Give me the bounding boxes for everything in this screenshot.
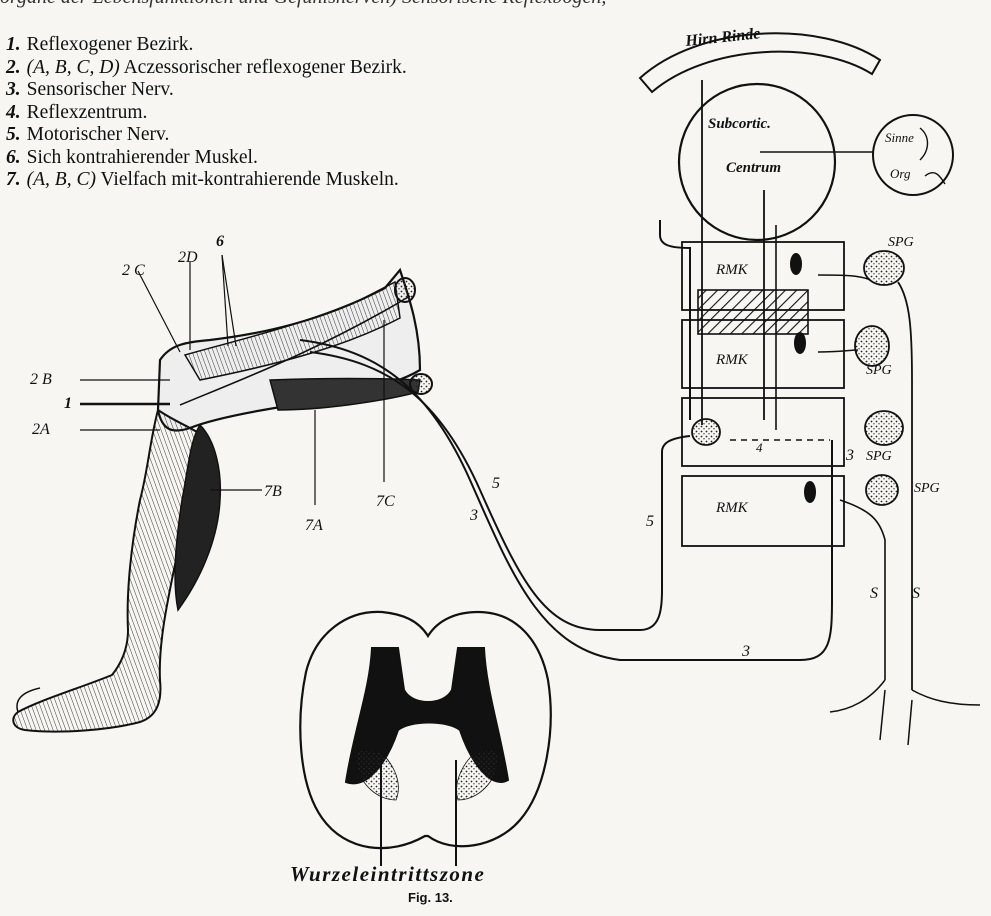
figure-number: Fig. 13. xyxy=(408,890,453,905)
reflex-diagram xyxy=(640,33,980,745)
org-label: Org xyxy=(890,166,911,181)
s-label-2: S xyxy=(912,585,920,602)
rmk-label-1: RMK xyxy=(715,262,749,278)
s-label-1: S xyxy=(870,585,878,602)
sinne-label: Sinne xyxy=(885,130,914,145)
number-3-bottom: 3 xyxy=(741,643,750,660)
rmk-label-2: RMK xyxy=(715,352,749,368)
cortex-label: Hirn Rinde xyxy=(684,25,762,50)
label-7c: 7C xyxy=(376,493,395,510)
motor-cell xyxy=(692,419,720,445)
section-outline xyxy=(300,612,550,848)
subcortic-label: Subcortic. xyxy=(708,116,771,132)
spg-label-3: SPG xyxy=(866,449,892,464)
muscle-end-upper xyxy=(395,278,415,302)
lower-muscle xyxy=(270,379,420,411)
label-2b: 2 B xyxy=(30,371,52,388)
spinal-ganglion-3 xyxy=(865,411,903,445)
segment-box-4 xyxy=(682,476,844,546)
number-5-cord: 5 xyxy=(646,513,654,530)
spg-label-4: SPG xyxy=(914,481,940,496)
label-5-leg: 5 xyxy=(492,475,500,492)
label-3-leg: 3 xyxy=(469,507,478,524)
number-4-cord: 4 xyxy=(756,440,763,455)
spinal-ganglion-4 xyxy=(866,475,898,505)
number-3-cord: 3 xyxy=(845,447,854,464)
label-2d: 2D xyxy=(178,249,198,266)
section-caption: Wurzeleintrittszone xyxy=(290,862,485,887)
label-7a: 7A xyxy=(305,517,323,534)
spinal-ganglion-2 xyxy=(855,326,889,366)
spg-label-1: SPG xyxy=(888,235,914,250)
hatched-block xyxy=(698,290,808,334)
label-1: 1 xyxy=(64,395,72,412)
leg-illustration xyxy=(13,255,432,732)
spinal-cord-section xyxy=(300,612,550,866)
label-7b: 7B xyxy=(264,483,282,500)
sense-organ-circle xyxy=(873,115,953,195)
spg-label-2: SPG xyxy=(866,363,892,378)
centrum-label: Centrum xyxy=(726,160,781,176)
label-2c: 2 C xyxy=(122,262,145,279)
label-2a: 2A xyxy=(32,421,50,438)
rmk-label-3: RMK xyxy=(715,500,749,516)
label-6: 6 xyxy=(216,233,224,250)
